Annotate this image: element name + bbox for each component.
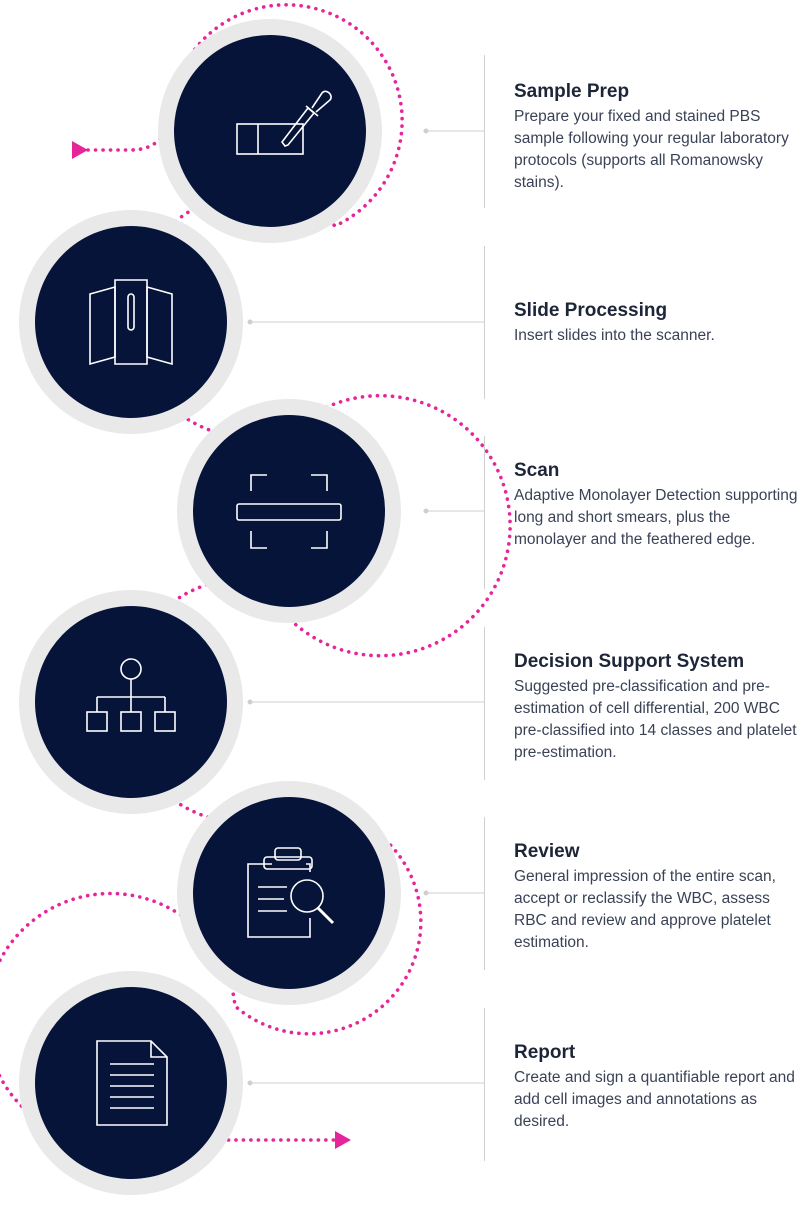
- step-6-circle: [19, 971, 243, 1195]
- divider-line: [484, 55, 485, 208]
- divider-line: [484, 817, 485, 970]
- step-review: Review General impression of the entire …: [514, 840, 806, 954]
- step-description: Create and sign a quantifiable report an…: [514, 1069, 795, 1130]
- connector-lines: [247, 128, 484, 1086]
- scan-frame-icon: [236, 474, 342, 549]
- step-title: Review: [514, 841, 580, 862]
- step-title: Sample Prep: [514, 81, 630, 102]
- step-description: Insert slides into the scanner.: [514, 327, 715, 344]
- dotted-flow-path: [0, 3, 512, 1146]
- step-3-circle: [177, 399, 401, 623]
- step-sample-prep: Sample Prep Prepare your fixed and stain…: [514, 80, 806, 194]
- divider-line: [484, 627, 485, 780]
- dropper-slide-icon: [236, 90, 332, 155]
- step-title: Decision Support System: [514, 651, 745, 672]
- scanner-slot-icon: [89, 279, 173, 366]
- step-scan: Scan Adaptive Monolayer Detection suppor…: [514, 459, 806, 551]
- step-description: Suggested pre-classification and pre-est…: [514, 678, 797, 761]
- divider-line: [484, 246, 485, 399]
- divider-line: [484, 1008, 485, 1161]
- divider-line: [484, 436, 485, 589]
- clipboard-search-icon: [247, 847, 335, 938]
- step-title: Slide Processing: [514, 300, 668, 321]
- step-1-circle: [158, 19, 382, 243]
- step-title: Report: [514, 1042, 576, 1063]
- step-slide-processing: Slide Processing Insert slides into the …: [514, 299, 806, 347]
- start-arrow-icon: [72, 141, 88, 159]
- step-4-circle: [19, 590, 243, 814]
- step-title: Scan: [514, 460, 560, 481]
- step-description: Adaptive Monolayer Detection supporting …: [514, 487, 798, 548]
- step-2-circle: [19, 210, 243, 434]
- hierarchy-icon: [86, 658, 176, 732]
- document-icon: [96, 1040, 168, 1126]
- step-decision-support-system: Decision Support System Suggested pre-cl…: [514, 650, 806, 764]
- step-5-circle: [177, 781, 401, 1005]
- step-report: Report Create and sign a quantifiable re…: [514, 1041, 806, 1133]
- step-description: Prepare your fixed and stained PBS sampl…: [514, 108, 789, 191]
- step-description: General impression of the entire scan, a…: [514, 868, 776, 951]
- end-arrow-icon: [335, 1131, 351, 1149]
